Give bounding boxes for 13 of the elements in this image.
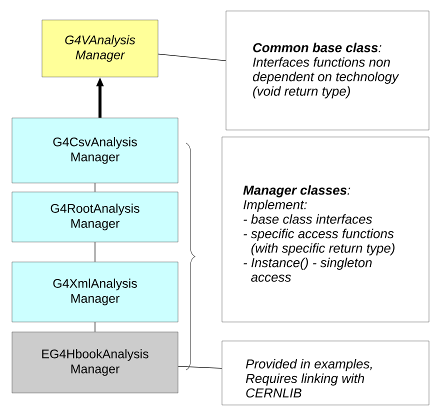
note-box: Provided in examples, Requires linking with CERNLIB <box>222 340 430 406</box>
connector-line <box>94 182 96 192</box>
class-box: G4CsvAnalysis Manager <box>12 118 178 184</box>
connector-line <box>94 242 96 262</box>
note-box: Manager classes: Implement: - base class interfaces - specific access functions (with specific return type) - Instance() - singleton access <box>222 136 430 322</box>
class-box: G4XmlAnalysis Manager <box>12 262 178 322</box>
connector-line <box>94 322 96 332</box>
leader-line <box>158 54 226 61</box>
note-box: Common base class: Interfaces functions non dependent on technology (void return type) <box>226 10 430 130</box>
class-box: G4VAnalysis Manager <box>42 20 158 78</box>
class-box: G4RootAnalysis Manager <box>12 192 178 242</box>
class-box: EG4HbookAnalysis Manager <box>12 332 178 394</box>
leader-line <box>178 366 222 369</box>
